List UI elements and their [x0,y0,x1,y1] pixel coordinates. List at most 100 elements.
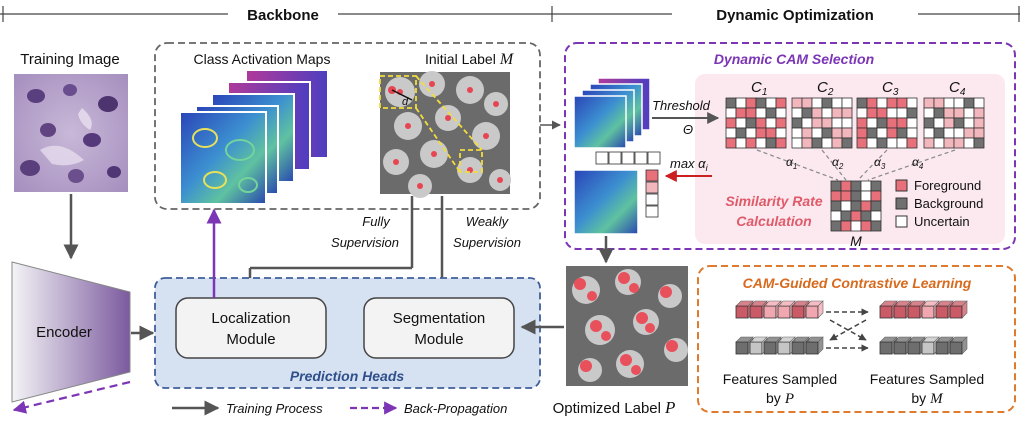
m-cell [860,190,872,202]
m-cell [840,210,852,222]
grid-cell [886,117,898,129]
grid-cell [801,127,813,139]
threshold-label: Threshold [652,98,711,113]
feature-cube [907,341,921,355]
grid-cell [841,97,853,109]
grid-cell [886,97,898,109]
grid-cell [791,117,803,129]
feature-cube [763,305,777,319]
contrastive-left-line1: Features Sampled [723,371,837,387]
alpha-connectors [756,149,956,181]
feature-cube-side [805,300,824,319]
grid-cell [745,107,757,119]
vector-cell [621,151,635,165]
vector-cell [595,151,609,165]
cam-stack [179,69,329,205]
m-cell [830,190,842,202]
grid-cell [725,107,737,119]
c-label: C4 [949,79,966,98]
grid-cell [735,137,747,149]
grid-cell [906,137,918,149]
grid-cell [973,107,985,119]
grid-cell [896,97,908,109]
grid-cell [755,97,767,109]
grid-cell [791,127,803,139]
feature-cube [935,305,949,319]
m-cell [830,220,842,232]
grid-cell [906,107,918,119]
grid-cell [876,137,888,149]
grid-cell [896,107,908,119]
m-cell [850,190,862,202]
legend-background: Background [914,196,983,211]
grid-cell [866,107,878,119]
m-cell [870,180,882,192]
grid-cell [791,137,803,149]
grid-cell [725,137,737,149]
grid-cell [801,107,813,119]
feature-cube [879,305,893,319]
vector-cell [645,169,659,182]
m-cell [860,200,872,212]
m-cell [840,220,852,232]
grid-cell [886,137,898,149]
m-cell [830,180,842,192]
feature-cube [763,341,777,355]
initial-label-image: d [379,71,511,198]
similarity-label-2: Calculation [736,213,811,229]
alpha-label: α3 [874,155,886,171]
grid-cell [933,97,945,109]
grid-cell [943,127,955,139]
grid-cell [856,137,868,149]
grid-cell [953,107,965,119]
grid-cell [725,127,737,139]
grid-cell [943,137,955,149]
prediction-heads-title: Prediction Heads [290,368,405,384]
similarity-label-1: Similarity Rate [725,193,822,209]
section-backbone: Backbone [247,7,319,24]
grid-cell [775,97,787,109]
vector-cell [645,181,659,194]
training-image [14,74,128,192]
c-grids [725,97,985,149]
feature-cube-side [949,336,968,355]
grid-cell [923,137,935,149]
grid-cell [831,107,843,119]
dynamic-cam-stack [573,77,651,149]
localization-label-1: Localization [211,310,290,327]
localization-module [175,297,327,359]
grid-cell [906,97,918,109]
feature-cube [805,341,819,355]
grid-cell [841,107,853,119]
grid-cell [821,107,833,119]
grid-cell [876,97,888,109]
feature-cube-side [805,336,824,355]
d-symbol: d [402,96,409,108]
m-cell [850,220,862,232]
feature-cube [735,341,749,355]
grid-cell [933,127,945,139]
legend-training-process: Training Process [226,401,323,416]
feature-cube [921,305,935,319]
max-alpha-label: max αi [670,156,709,173]
feature-cube [791,341,805,355]
grid-cell [791,97,803,109]
grid-cell [841,137,853,149]
grid-cell [725,117,737,129]
grid-cell [973,127,985,139]
grid-cell [775,107,787,119]
m-cell [870,200,882,212]
grid-cell [973,97,985,109]
grid-cell [933,137,945,149]
m-cell [870,220,882,232]
grid-cell [953,97,965,109]
grid-cell [755,137,767,149]
c-label: C3 [882,79,899,98]
grid-cell [953,117,965,129]
segmentation-label-1: Segmentation [393,310,486,327]
grid-cell [745,117,757,129]
selected-cam [573,169,639,235]
m-cell [860,180,872,192]
